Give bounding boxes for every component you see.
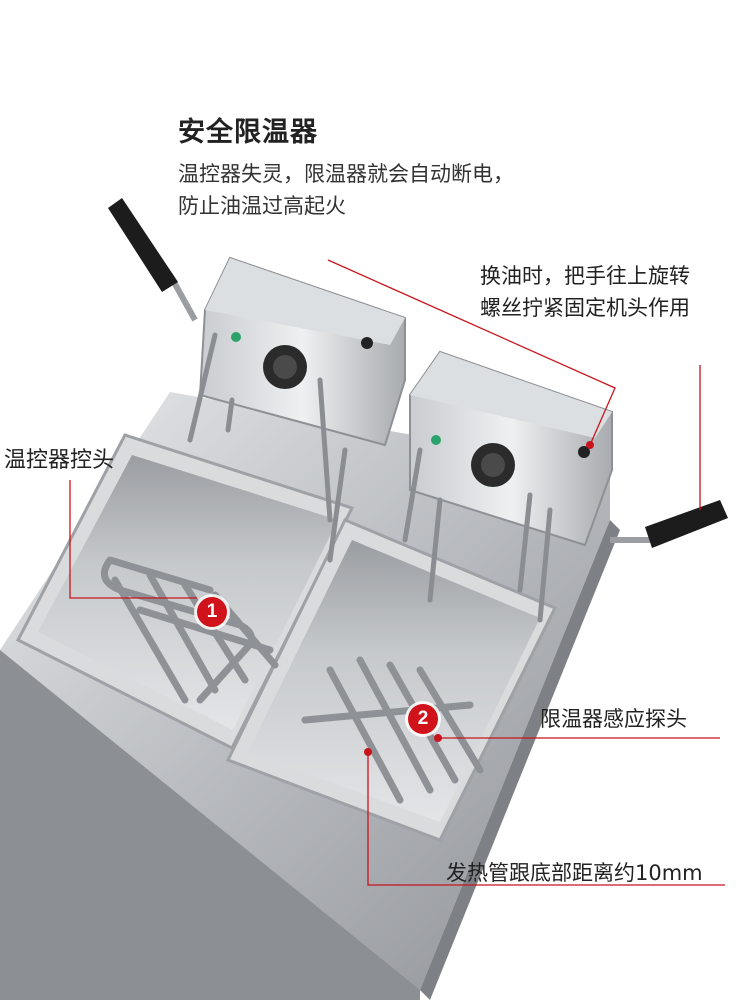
marker-badge-1: 1 xyxy=(197,597,227,627)
left-heating-coil xyxy=(100,556,279,704)
heating-tube-callout: 发热管跟底部距离约10mm xyxy=(446,861,703,885)
left-handle xyxy=(108,198,198,322)
thermostat-callout: 温控器控头 xyxy=(4,448,115,473)
support-rods xyxy=(187,332,553,623)
marker-badge-2: 2 xyxy=(408,704,438,734)
sensor-callout: 限温器感应探头 xyxy=(540,707,687,731)
handle-callout-line-2: 螺丝拧紧固定机头作用 xyxy=(480,296,690,320)
handle-callout-line-1: 换油时，把手往上旋转 xyxy=(480,264,690,288)
right-control-head xyxy=(409,350,613,547)
description-line-2: 防止油温过高起火 xyxy=(178,194,346,218)
leader-lines xyxy=(69,259,725,886)
right-handle xyxy=(610,500,728,548)
section-title: 安全限温器 xyxy=(178,117,318,148)
leader-dots xyxy=(364,441,594,756)
description-line-1: 温控器失灵，限温器就会自动断电， xyxy=(178,162,514,186)
left-control-head xyxy=(198,256,406,447)
